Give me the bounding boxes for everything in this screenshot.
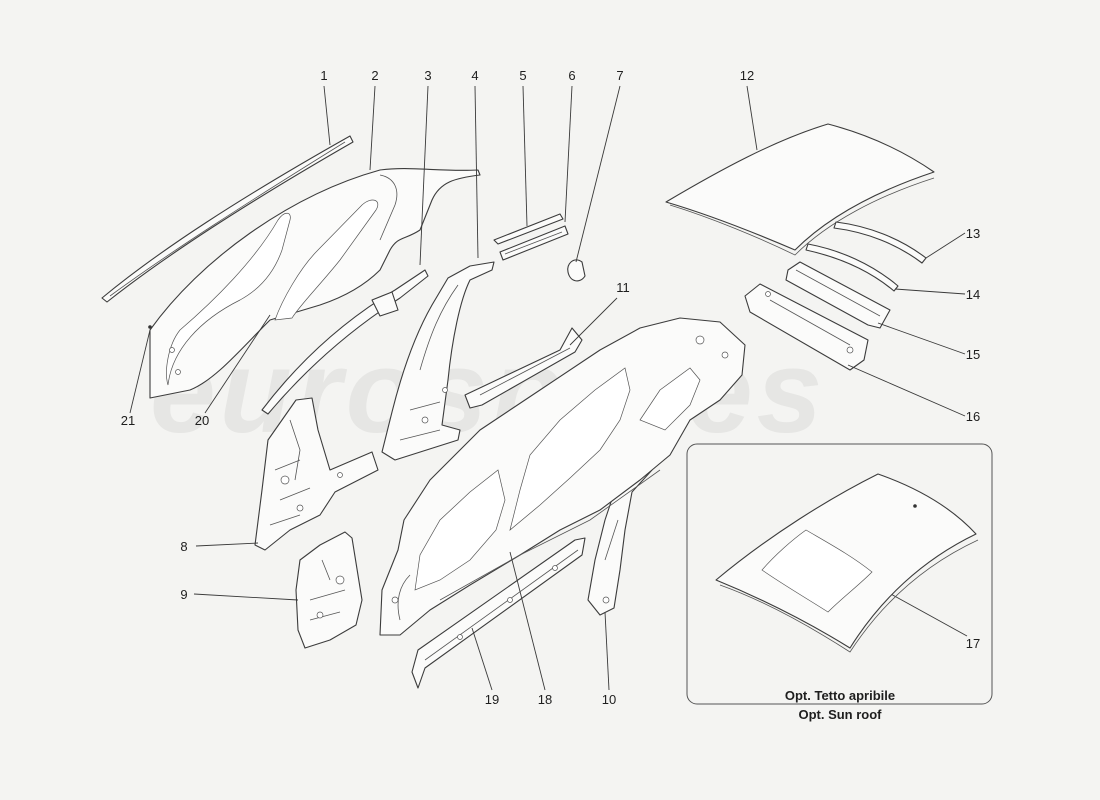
part-19-rocker-sill: [411, 537, 586, 689]
callout-15: 15: [966, 347, 980, 362]
part-21-clip: [148, 325, 152, 329]
part-18-body-side-frame: [379, 317, 746, 636]
leader-lines: [129, 85, 968, 691]
callout-3: 3: [424, 68, 431, 83]
callout-19: 19: [485, 692, 499, 707]
callout-10: 10: [602, 692, 616, 707]
callout-8: 8: [180, 539, 187, 554]
inset-label-english: Opt. Sun roof: [798, 707, 882, 722]
part-6-trim-strip: [499, 225, 569, 261]
callout-18: 18: [538, 692, 552, 707]
callout-17: 17: [966, 636, 980, 651]
callout-21: 21: [121, 413, 135, 428]
inset-label-italian: Opt. Tetto apribile: [785, 688, 895, 703]
callout-7: 7: [616, 68, 623, 83]
callout-20: 20: [195, 413, 209, 428]
part-4-b-pillar: [381, 261, 495, 461]
part-16-windshield-header: [744, 283, 869, 371]
callout-1: 1: [320, 68, 327, 83]
part-5-trim-strip: [493, 213, 564, 245]
part-8-front-pillar-assembly: [254, 397, 379, 551]
part-12-roof-panel: [665, 123, 935, 256]
part-1-roof-rail: [101, 135, 354, 303]
part-14-roof-bow: [805, 243, 899, 292]
callout-13: 13: [966, 226, 980, 241]
part-15-roof-cross-member: [785, 261, 891, 329]
callout-6: 6: [568, 68, 575, 83]
part-10-c-pillar-inner: [587, 465, 653, 616]
part-17-sun-roof-panel: [715, 473, 979, 653]
part-11-sill-reinforcement: [464, 327, 583, 409]
callout-16: 16: [966, 409, 980, 424]
callout-9: 9: [180, 587, 187, 602]
part-2-body-side-outer: [149, 168, 481, 399]
sun-roof-inset: Opt. Tetto apribile Opt. Sun roof: [686, 443, 993, 722]
callout-2: 2: [371, 68, 378, 83]
callout-11: 11: [616, 280, 630, 295]
callout-4: 4: [471, 68, 478, 83]
part-3-pillar-strip: [261, 269, 429, 415]
part-9-inner-panel: [295, 531, 363, 649]
callout-14: 14: [966, 287, 980, 302]
callout-12: 12: [740, 68, 754, 83]
part-13-roof-bow: [833, 221, 927, 264]
callout-numbers: 1 2 3 4 5 6 7 8 9 10 11 12 13 14 15 16 1…: [121, 68, 980, 707]
callout-5: 5: [519, 68, 526, 83]
part-7-fuel-flap: [567, 259, 586, 282]
